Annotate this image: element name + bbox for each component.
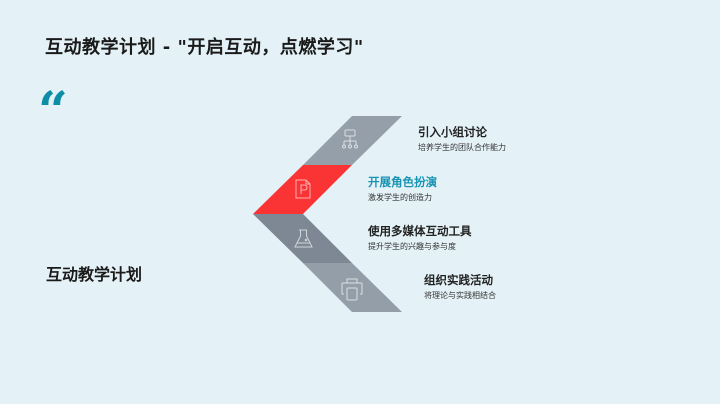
printer-icon <box>341 278 363 301</box>
step-2-title: 开展角色扮演 <box>368 175 437 189</box>
chevron-band-4 <box>303 263 402 312</box>
step-3-subtitle: 提升学生的兴趣与参与度 <box>368 242 456 251</box>
side-label: 互动教学计划 <box>46 265 143 284</box>
step-3: 使用多媒体互动工具 提升学生的兴趣与参与度 <box>368 224 472 253</box>
step-4-title: 组织实践活动 <box>424 273 493 287</box>
step-4: 组织实践活动 将理论与实践相结合 <box>424 273 496 302</box>
step-1: 引入小组讨论 培养学生的团队合作能力 <box>418 125 506 154</box>
flask-icon <box>294 229 313 248</box>
document-p-icon <box>295 179 311 199</box>
step-4-subtitle: 将理论与实践相结合 <box>424 291 496 300</box>
step-1-title: 引入小组讨论 <box>418 125 487 139</box>
step-3-title: 使用多媒体互动工具 <box>368 224 472 238</box>
quote-icon: “ <box>38 81 68 142</box>
step-1-subtitle: 培养学生的团队合作能力 <box>418 143 506 152</box>
step-2: 开展角色扮演 激发学生的创造力 <box>368 175 437 204</box>
chevron-band-2 <box>253 165 352 214</box>
hierarchy-icon <box>342 129 358 149</box>
step-2-subtitle: 激发学生的创造力 <box>368 193 432 202</box>
chevron-band-3 <box>253 214 352 263</box>
chevron-band-1 <box>303 116 402 165</box>
slide-title: 互动教学计划 - "开启互动，点燃学习" <box>45 37 364 58</box>
